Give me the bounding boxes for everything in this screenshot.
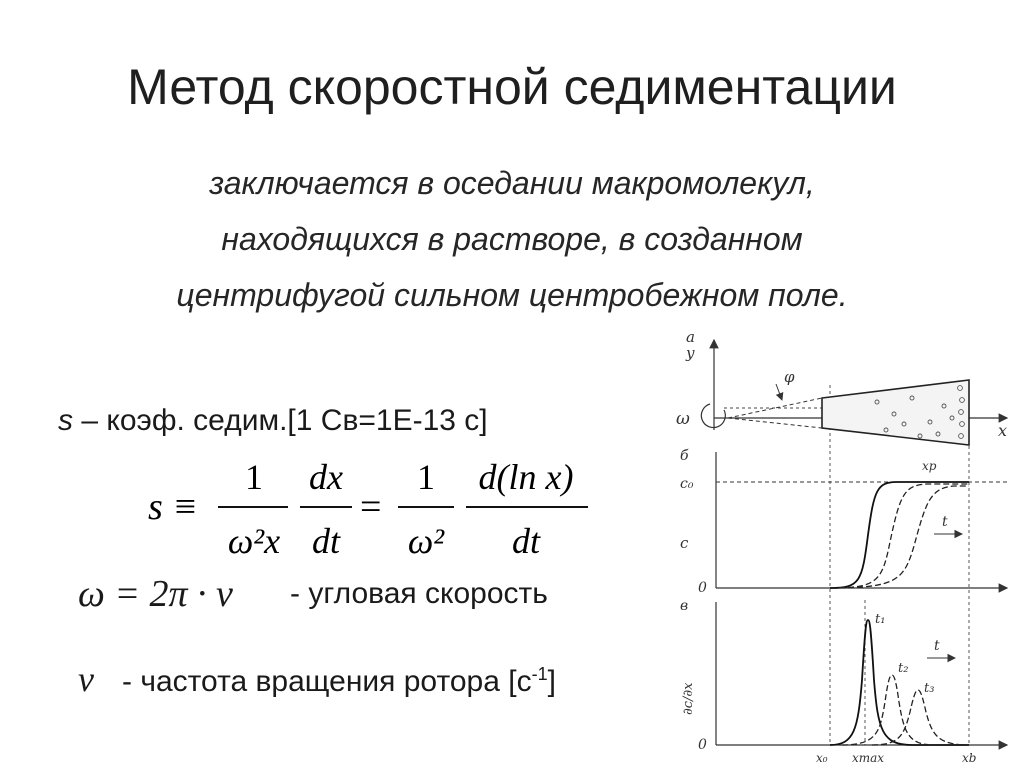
figure-svg: a y φ ω x xp б c₀ c 0 t <box>676 328 1009 765</box>
formula-f3-den: ω² <box>408 521 445 561</box>
y-axis-label: y <box>685 344 695 362</box>
phi-label: φ <box>784 368 795 386</box>
nu-unit-exponent: -1 <box>531 664 548 684</box>
panel-b-label: б <box>680 448 689 464</box>
subtitle-line-2: находящихся в растворе, в созданном <box>221 221 803 257</box>
t1-label: t₁ <box>875 612 885 627</box>
panel-b-zero: 0 <box>698 580 707 596</box>
s-description: – коэф. седим.[1 Св=1E-13 с] <box>81 404 488 437</box>
panel-c-label: в <box>680 598 688 614</box>
c-axis-label: c <box>680 534 689 552</box>
formula-svg: s ≡ 1 ω²x dx dt = 1 ω² d(ln x) dt <box>148 457 588 561</box>
formula-f1-num: 1 <box>245 457 263 497</box>
panel-b: б c₀ c 0 t <box>680 448 1009 596</box>
gradient-peak-t2 <box>841 674 935 746</box>
sedimentation-coefficient-line: s – коэф. седим.[1 Св=1E-13 с] <box>58 404 488 438</box>
x-axis-label: x <box>998 421 1007 440</box>
rotor-frequency-description: - частота вращения ротора [с-1] <box>122 664 556 699</box>
formula-f2-den: dt <box>312 521 341 561</box>
sector-line-bottom <box>727 417 823 429</box>
omega-label: ω <box>676 409 690 429</box>
t2-label: t₂ <box>898 661 908 676</box>
particles <box>874 385 965 439</box>
formula-f4-den: dt <box>512 521 541 561</box>
formula-f2-num: dx <box>309 457 343 497</box>
sedimentation-formula: s ≡ 1 ω²x dx dt = 1 ω² d(ln x) dt <box>148 455 608 574</box>
nu-desc-close: ] <box>547 665 556 698</box>
x0-label: x₀ <box>816 751 828 765</box>
panel-c: в t₁ t₂ t₃ t ∂c/∂x 0 x₀ xmax xb <box>680 598 1009 765</box>
xb-label: xb <box>962 751 976 765</box>
time-label-b: t <box>942 514 948 530</box>
panel-a-label: a <box>686 328 695 346</box>
formula-equals: = <box>360 486 381 528</box>
concentration-curve-t3 <box>829 485 969 589</box>
s-symbol: s <box>58 404 73 437</box>
concentration-curve-t2 <box>829 483 969 589</box>
angular-velocity-description: - угловая скорость <box>290 577 548 610</box>
time-label-c: t <box>934 638 940 654</box>
c0-label: c₀ <box>680 476 694 492</box>
t3-label: t₃ <box>924 681 934 696</box>
panel-a: a y φ ω x xp <box>676 328 1009 473</box>
angular-velocity-formula: ω = 2π · ν <box>78 573 233 615</box>
gradient-peak-t3 <box>871 689 970 746</box>
nu-desc-text: - частота вращения ротора [с <box>122 665 532 698</box>
xp-label: xp <box>922 459 937 473</box>
formula-f1-den: ω²x <box>228 521 280 561</box>
concentration-curve-t1 <box>829 481 969 589</box>
dcdx-axis-label: ∂c/∂x <box>681 682 696 715</box>
formula-f4-num: d(ln x) <box>479 457 574 497</box>
formula-f3-num: 1 <box>417 457 435 497</box>
subtitle-line-1: заключается в оседании макромолекул, <box>209 165 815 201</box>
formula-lhs: s ≡ <box>148 486 198 528</box>
sector-line-top <box>727 397 823 419</box>
phi-arrow <box>775 383 784 401</box>
nu-symbol: ν <box>78 659 94 699</box>
rotation-arrow <box>700 403 726 429</box>
panel-c-zero: 0 <box>698 737 707 753</box>
sedimentation-figure: a y φ ω x xp б c₀ c 0 t <box>672 320 1022 770</box>
xmax-label: xmax <box>852 751 884 765</box>
subtitle-line-3: центрифугой сильном центробежном поле. <box>176 277 848 313</box>
slide-title: Метод скоростной седиментации <box>127 59 897 115</box>
gradient-peak-t1 <box>829 619 969 746</box>
